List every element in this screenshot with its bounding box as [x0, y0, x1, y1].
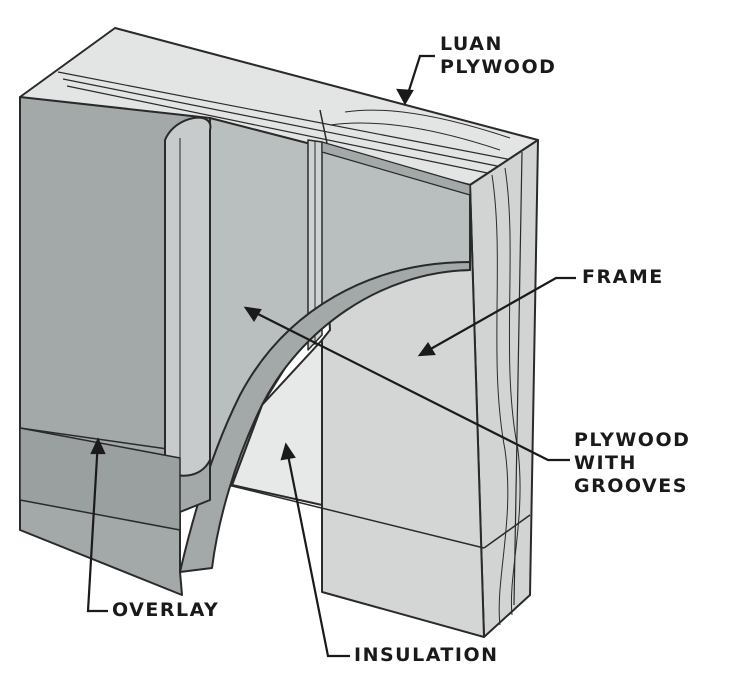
insulation-leader: [284, 444, 350, 658]
grooves-line2: WITH: [574, 452, 637, 474]
luan-plywood-label: LUAN PLYWOOD: [440, 33, 556, 79]
overlay-label: OVERLAY: [112, 599, 220, 621]
frame-leader: [419, 276, 576, 356]
plywood-grooves-label: PLYWOOD WITH GROOVES: [574, 429, 690, 498]
luan-leader: [403, 54, 435, 104]
luan-line1: LUAN: [440, 33, 503, 55]
grooves-line3: GROOVES: [574, 475, 688, 497]
luan-line2: PLYWOOD: [440, 56, 557, 78]
grooves-leader: [245, 307, 570, 462]
insulation-label: INSULATION: [354, 644, 499, 666]
grooves-line1: PLYWOOD: [574, 429, 691, 451]
overlay-leader: [86, 439, 108, 613]
frame-label: FRAME: [582, 266, 664, 288]
